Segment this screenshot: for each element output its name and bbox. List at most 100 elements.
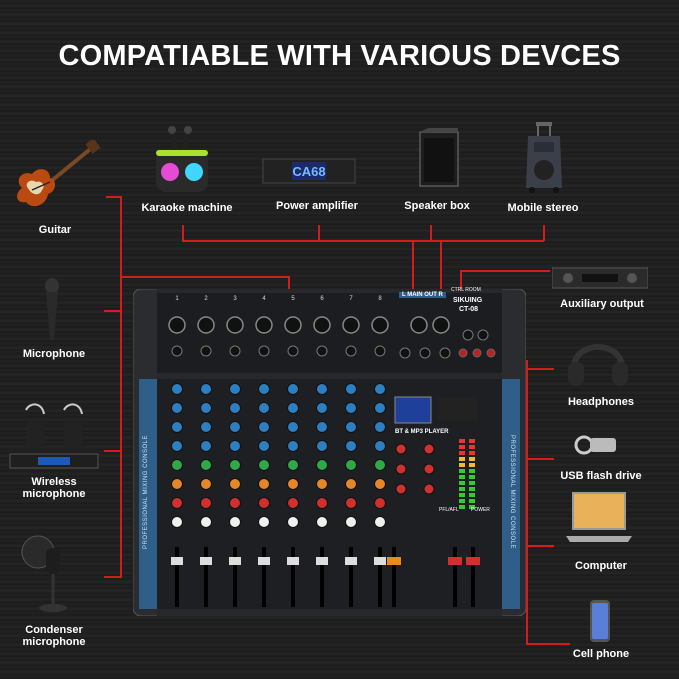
xlr-input-jack[interactable]: [168, 316, 186, 334]
channel-knob[interactable]: [229, 459, 241, 471]
channel-knob[interactable]: [316, 516, 328, 528]
rca-jack[interactable]: [472, 348, 482, 358]
channel-fader[interactable]: [229, 557, 241, 565]
main-fader[interactable]: [448, 557, 462, 565]
rca-jack[interactable]: [458, 348, 468, 358]
channel-knob[interactable]: [171, 497, 183, 509]
channel-knob[interactable]: [287, 421, 299, 433]
channel-knob[interactable]: [258, 459, 270, 471]
channel-knob[interactable]: [287, 478, 299, 490]
channel-knob[interactable]: [345, 421, 357, 433]
channel-knob[interactable]: [200, 459, 212, 471]
channel-knob[interactable]: [345, 440, 357, 452]
aux-jack[interactable]: [439, 347, 451, 359]
xlr-input-jack[interactable]: [255, 316, 273, 334]
channel-fader[interactable]: [258, 557, 270, 565]
effects-knob[interactable]: [395, 443, 407, 455]
channel-knob[interactable]: [200, 383, 212, 395]
channel-knob[interactable]: [374, 516, 386, 528]
channel-knob[interactable]: [287, 497, 299, 509]
line-input-jack[interactable]: [287, 345, 299, 357]
channel-knob[interactable]: [171, 478, 183, 490]
channel-knob[interactable]: [171, 440, 183, 452]
channel-knob[interactable]: [345, 497, 357, 509]
channel-fader[interactable]: [287, 557, 299, 565]
ctrl-room-jack[interactable]: [462, 329, 474, 341]
aux-jack[interactable]: [399, 347, 411, 359]
channel-knob[interactable]: [258, 478, 270, 490]
channel-knob[interactable]: [374, 478, 386, 490]
channel-knob[interactable]: [287, 459, 299, 471]
channel-knob[interactable]: [345, 402, 357, 414]
channel-knob[interactable]: [374, 459, 386, 471]
line-input-jack[interactable]: [316, 345, 328, 357]
channel-knob[interactable]: [229, 440, 241, 452]
channel-knob[interactable]: [200, 497, 212, 509]
channel-knob[interactable]: [316, 383, 328, 395]
master-knob[interactable]: [423, 443, 435, 455]
channel-knob[interactable]: [345, 516, 357, 528]
channel-knob[interactable]: [287, 402, 299, 414]
channel-knob[interactable]: [345, 383, 357, 395]
effects-fader[interactable]: [387, 557, 401, 565]
channel-knob[interactable]: [229, 497, 241, 509]
xlr-input-jack[interactable]: [342, 316, 360, 334]
channel-fader[interactable]: [345, 557, 357, 565]
channel-knob[interactable]: [316, 402, 328, 414]
rca-jack[interactable]: [486, 348, 496, 358]
effects-knob[interactable]: [395, 483, 407, 495]
channel-knob[interactable]: [316, 478, 328, 490]
channel-knob[interactable]: [200, 516, 212, 528]
channel-knob[interactable]: [374, 440, 386, 452]
channel-knob[interactable]: [287, 383, 299, 395]
line-input-jack[interactable]: [171, 345, 183, 357]
line-input-jack[interactable]: [229, 345, 241, 357]
channel-knob[interactable]: [200, 440, 212, 452]
channel-fader[interactable]: [200, 557, 212, 565]
channel-knob[interactable]: [258, 383, 270, 395]
channel-fader[interactable]: [171, 557, 183, 565]
ctrl-room-jack[interactable]: [477, 329, 489, 341]
channel-knob[interactable]: [316, 459, 328, 471]
channel-knob[interactable]: [229, 402, 241, 414]
line-input-jack[interactable]: [200, 345, 212, 357]
channel-knob[interactable]: [229, 516, 241, 528]
channel-fader[interactable]: [374, 557, 386, 565]
channel-knob[interactable]: [374, 402, 386, 414]
channel-knob[interactable]: [200, 421, 212, 433]
channel-knob[interactable]: [171, 402, 183, 414]
channel-knob[interactable]: [374, 383, 386, 395]
channel-knob[interactable]: [200, 402, 212, 414]
channel-knob[interactable]: [345, 478, 357, 490]
channel-knob[interactable]: [374, 497, 386, 509]
channel-knob[interactable]: [171, 516, 183, 528]
channel-knob[interactable]: [287, 440, 299, 452]
channel-knob[interactable]: [229, 383, 241, 395]
main-fader[interactable]: [466, 557, 480, 565]
mp3-buttons[interactable]: [437, 397, 477, 421]
channel-knob[interactable]: [171, 383, 183, 395]
main-out-right-jack[interactable]: [432, 316, 450, 334]
aux-jack[interactable]: [419, 347, 431, 359]
channel-knob[interactable]: [258, 497, 270, 509]
channel-knob[interactable]: [345, 459, 357, 471]
channel-knob[interactable]: [229, 421, 241, 433]
channel-fader[interactable]: [316, 557, 328, 565]
xlr-input-jack[interactable]: [371, 316, 389, 334]
channel-knob[interactable]: [374, 421, 386, 433]
line-input-jack[interactable]: [258, 345, 270, 357]
channel-knob[interactable]: [287, 516, 299, 528]
channel-knob[interactable]: [258, 402, 270, 414]
channel-knob[interactable]: [200, 478, 212, 490]
channel-knob[interactable]: [258, 440, 270, 452]
xlr-input-jack[interactable]: [197, 316, 215, 334]
line-input-jack[interactable]: [374, 345, 386, 357]
channel-knob[interactable]: [229, 478, 241, 490]
master-knob[interactable]: [423, 483, 435, 495]
main-out-left-jack[interactable]: [410, 316, 428, 334]
channel-knob[interactable]: [316, 421, 328, 433]
line-input-jack[interactable]: [345, 345, 357, 357]
channel-knob[interactable]: [316, 497, 328, 509]
channel-knob[interactable]: [258, 421, 270, 433]
xlr-input-jack[interactable]: [226, 316, 244, 334]
